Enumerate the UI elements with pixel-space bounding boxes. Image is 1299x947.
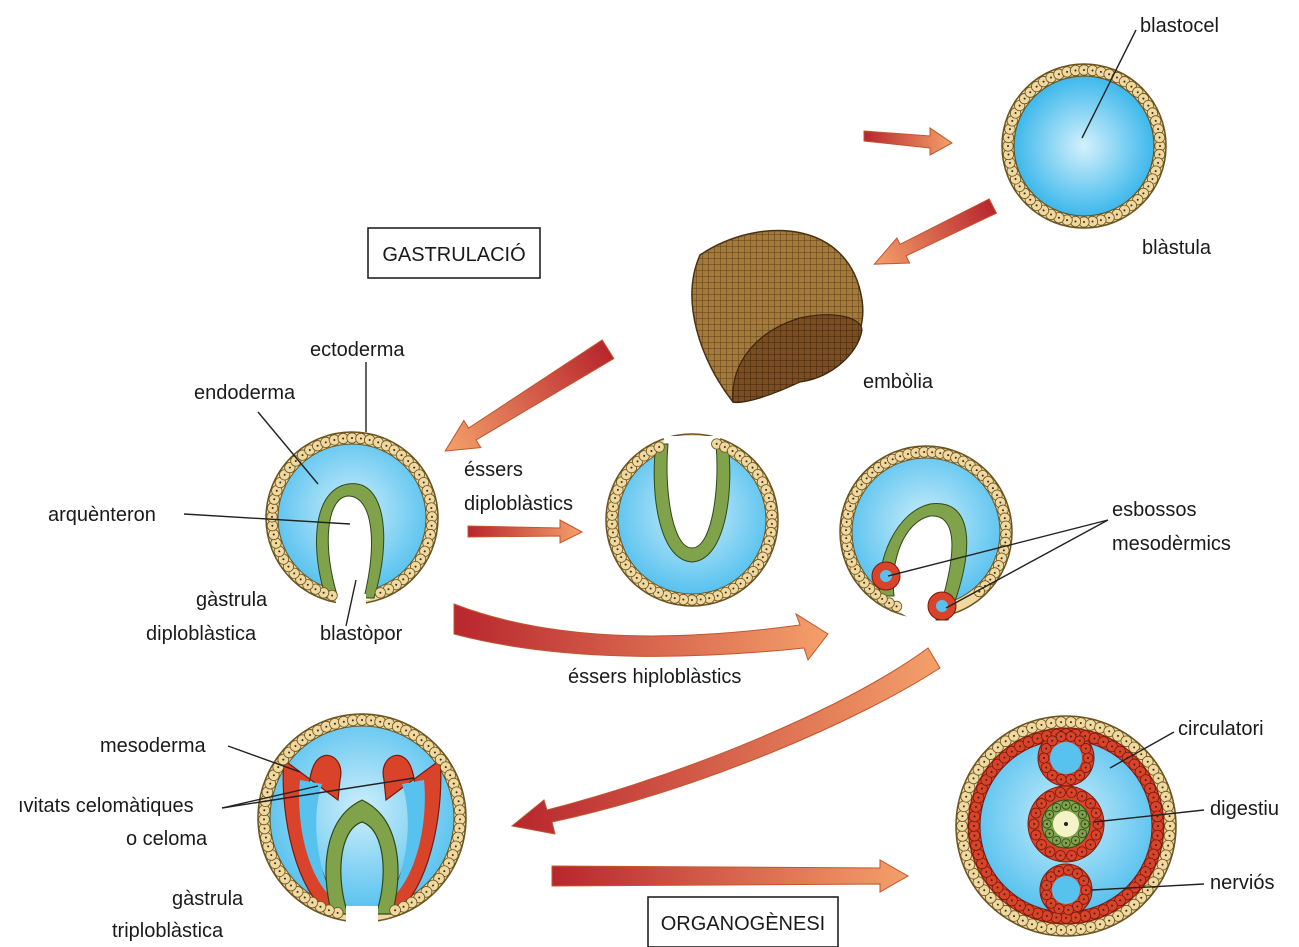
label-embolia: embòlia: [863, 371, 934, 393]
label-blastopor: blastòpor: [320, 623, 403, 645]
label-arquenteron: arquènteron: [48, 504, 156, 526]
arrow-to-blastula: [864, 128, 952, 155]
label-blastula: blàstula: [1142, 237, 1212, 259]
label-gastrula-dip-1: gàstrula: [196, 589, 268, 611]
label-esbossos-2: mesodèrmics: [1112, 533, 1231, 555]
arrow-hiploblastic: [454, 604, 828, 660]
gastrula-mesoderm-buds: [840, 446, 1012, 626]
gastrula-triploblastic: [258, 714, 466, 924]
label-essers-dip-2: diploblàstics: [464, 493, 573, 515]
label-circulatori: circulatori: [1178, 718, 1264, 740]
organogenesi-title: ORGANOGÈNESI: [661, 912, 825, 935]
label-esbossos-1: esbossos: [1112, 499, 1197, 521]
label-cavitats-1: ıvitats celomàtiques: [18, 795, 194, 817]
arrow-embolia-to-gastrula: [437, 336, 617, 465]
embolia-embryo: [692, 231, 863, 403]
label-gastrula-dip-2: diploblàstica: [146, 623, 257, 645]
label-essers-dip-1: éssers: [464, 459, 523, 481]
gastrulacio-box: GASTRULACIÓ: [368, 228, 540, 278]
arrow-diploblastic: [468, 520, 582, 543]
label-mesoderma: mesoderma: [100, 735, 206, 757]
label-ectoderma: ectoderma: [310, 339, 405, 361]
label-blastocel: blastocel: [1140, 15, 1219, 37]
label-essers-hip: éssers hiploblàstics: [568, 666, 741, 688]
label-nervios: nerviós: [1210, 872, 1274, 894]
diploblastic-organism: [606, 434, 778, 606]
label-endoderma: endoderma: [194, 382, 296, 404]
arrow-blastula-to-embolia: [868, 193, 998, 278]
blastula: [1002, 64, 1166, 228]
label-digestiu: digestiu: [1210, 798, 1279, 820]
organogenesi-box: ORGANOGÈNESI: [648, 897, 838, 947]
label-cavitats-2: o celoma: [126, 828, 208, 850]
arrow-organogenesi: [552, 860, 908, 892]
gastrulacio-title: GASTRULACIÓ: [382, 243, 525, 266]
label-gastrula-trip-2: triploblàstica: [112, 920, 224, 942]
label-gastrula-trip-1: gàstrula: [172, 888, 244, 910]
